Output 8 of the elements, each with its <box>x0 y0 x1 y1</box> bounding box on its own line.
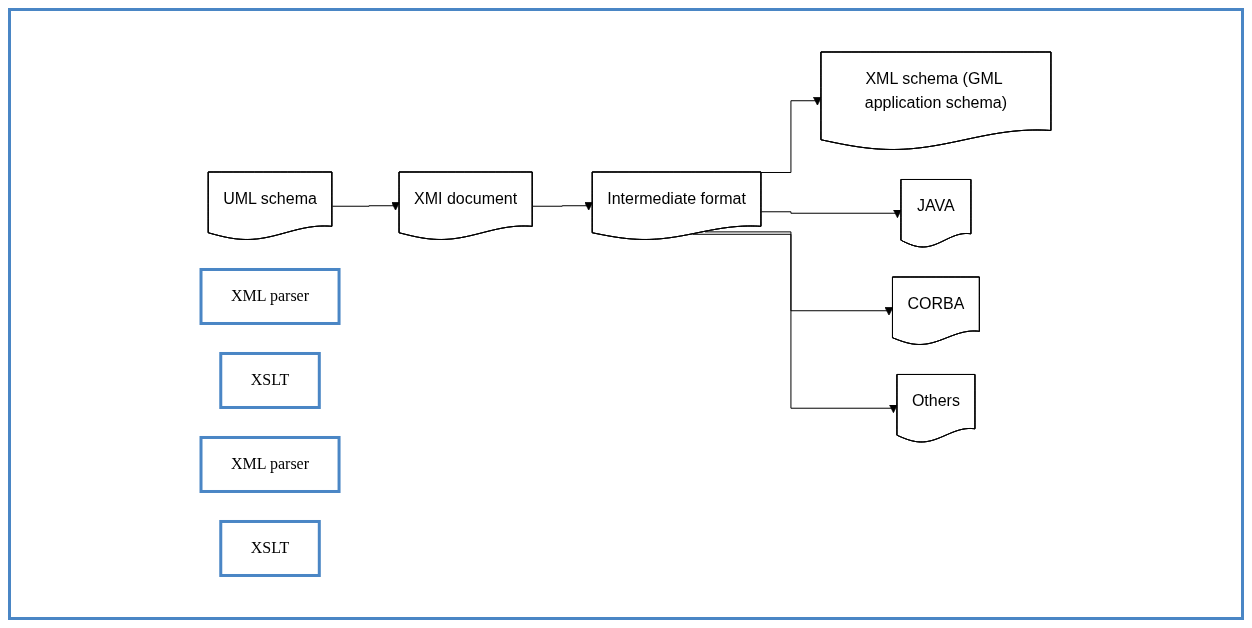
node-box: XML parser <box>199 436 341 494</box>
arrow <box>760 209 902 219</box>
arrow <box>532 202 594 211</box>
arrow <box>331 202 400 211</box>
node-box: XSLT <box>219 520 321 578</box>
node-box: XML parser <box>199 268 341 326</box>
node-box: XSLT <box>219 352 321 410</box>
arrow <box>704 231 894 316</box>
